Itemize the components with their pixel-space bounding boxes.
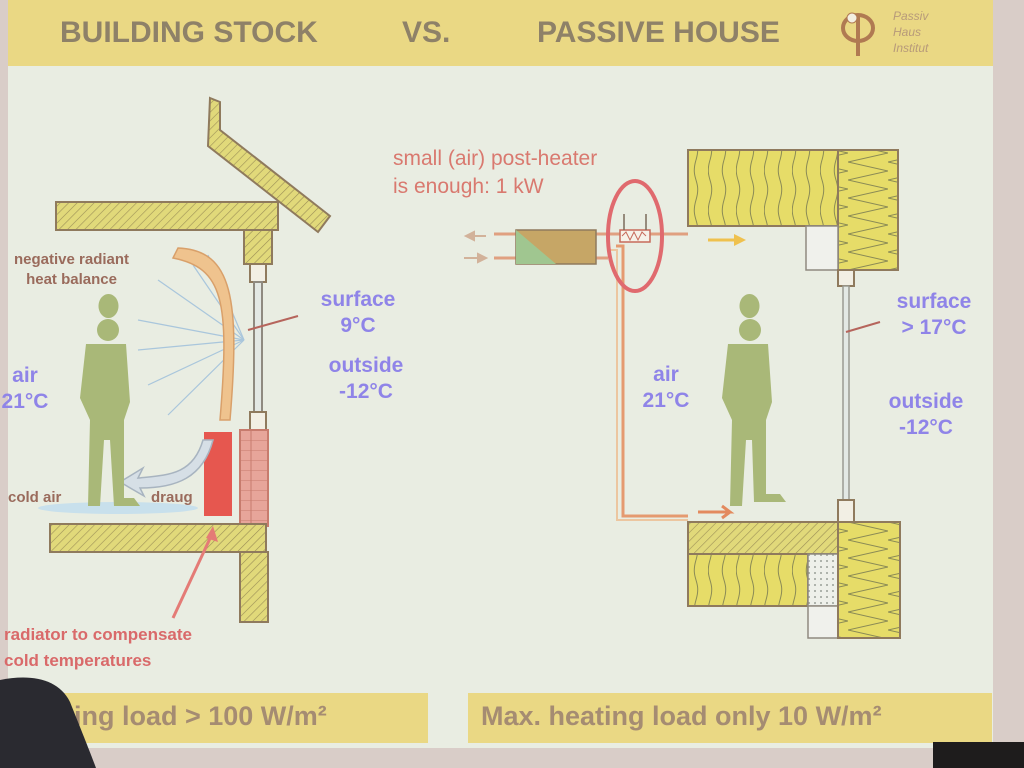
old-window-glass [253, 281, 263, 413]
logo-line-3: Institut [893, 41, 929, 55]
building-section-drawings [38, 96, 901, 639]
pane-frame-bottom [837, 499, 855, 523]
foundation-wall [239, 551, 269, 623]
roof-insulation [687, 149, 839, 227]
old-building-section [38, 96, 332, 623]
cold-air-label: cold air [8, 489, 62, 506]
cold-air-zone [38, 502, 198, 514]
window-frame-bottom [249, 411, 267, 431]
downdraft-arrow [171, 247, 235, 421]
slide: BUILDING STOCK VS. PASSIVE HOUSE Passiv … [2, 0, 993, 748]
airflow-arrows [463, 230, 489, 264]
supply-air-arrowhead [734, 234, 746, 246]
vs-title: VS. [402, 16, 451, 49]
wall-insulation-bottom [837, 521, 901, 639]
passivhaus-logo-icon [841, 12, 875, 56]
floor-insulation [687, 553, 809, 607]
right-air-temp-label: air 21°C [642, 363, 690, 412]
right-outside-temp-label: outside -12°C [888, 390, 964, 439]
building-stock-title: BUILDING STOCK [60, 16, 318, 49]
left-air-temp-label: air 21°C [1, 364, 49, 413]
passive-house-title: PASSIVE HOUSE [537, 16, 780, 49]
person-right [722, 294, 786, 506]
radiator-label: radiator to compensate cold temperatures [4, 625, 192, 670]
left-heating-load-text: ing load > 100 W/m² [74, 701, 327, 731]
supply-duct [616, 244, 688, 518]
cold-draught-arrow [118, 439, 214, 498]
left-surface-temp-label: surface 9°C [320, 288, 396, 337]
wall-insulation-top [837, 149, 899, 271]
slide-header: BUILDING STOCK VS. PASSIVE HOUSE Passiv … [8, 0, 993, 66]
ceiling-slab [55, 201, 279, 231]
lintel-box [805, 225, 839, 271]
floor-slab [49, 523, 267, 553]
post-heater-label: small (air) post-heater is enough: 1 kW [393, 147, 598, 198]
radiator-pointer-line [171, 531, 215, 619]
heater-highlight-circle [606, 179, 664, 293]
supply-duct-inner [610, 249, 688, 521]
left-outside-temp-label: outside -12°C [328, 354, 404, 403]
draught-label: draug [151, 489, 193, 506]
audience-shoulder [0, 677, 96, 768]
person-right-head [739, 319, 761, 341]
floor-supply-arrow [698, 504, 735, 520]
right-heating-load-bar: Max. heating load only 10 W/m² [468, 693, 992, 743]
roof [206, 96, 332, 234]
logo-line-2: Haus [893, 25, 922, 39]
window-frame-top [249, 263, 267, 283]
thermal-break [807, 553, 839, 607]
radiant-heat-label: negative radiant heat balance [14, 251, 130, 288]
projector-device [933, 742, 1024, 768]
logo-text: Passiv Haus Institut [893, 8, 963, 56]
person-left-head [97, 319, 119, 341]
radiator-pointer-arrowhead [206, 526, 218, 542]
pane-frame-top [837, 269, 855, 287]
plinth [807, 605, 839, 639]
heat-exchanger-core [516, 230, 556, 264]
logo-line-1: Passiv [893, 9, 929, 23]
lintel [243, 229, 273, 265]
right-heating-load-text: Max. heating load only 10 W/m² [481, 701, 882, 731]
right-surface-temp-label: surface > 17°C [896, 290, 972, 339]
brick-wall [239, 429, 269, 527]
surface-leader-line [247, 315, 299, 331]
floor-slab-passive [687, 521, 839, 555]
person-left [80, 294, 140, 506]
triple-glazing [842, 285, 850, 501]
passive-house-section [463, 149, 901, 639]
post-heater-coil [621, 230, 647, 242]
surface-leader-line-right [845, 321, 881, 333]
